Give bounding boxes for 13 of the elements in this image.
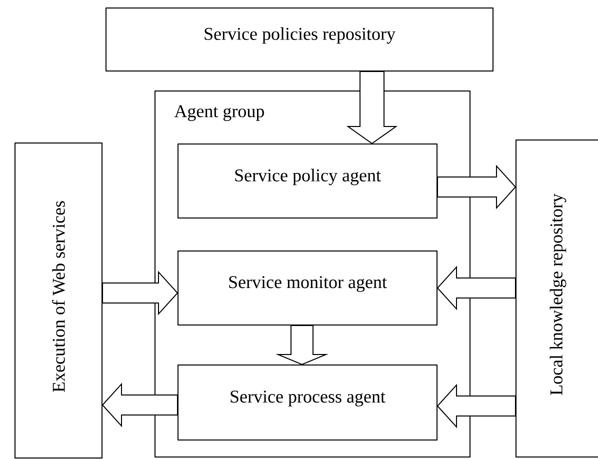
block-arrow — [276, 325, 328, 366]
agent-box: Service policy agent — [178, 144, 438, 218]
block-arrow — [102, 270, 178, 316]
block-arrow — [346, 71, 398, 144]
repository-box: Service policies repository — [106, 8, 494, 72]
process-box: Execution of Web services — [14, 142, 102, 458]
block-arrow — [436, 266, 516, 310]
block-arrow — [102, 382, 178, 428]
block-arrow — [436, 384, 516, 428]
agent-box: Service monitor agent — [178, 250, 438, 326]
agent-box: Service process agent — [178, 364, 438, 440]
block-arrow — [437, 164, 516, 210]
repository-box: Local knowledge repository — [516, 140, 598, 458]
